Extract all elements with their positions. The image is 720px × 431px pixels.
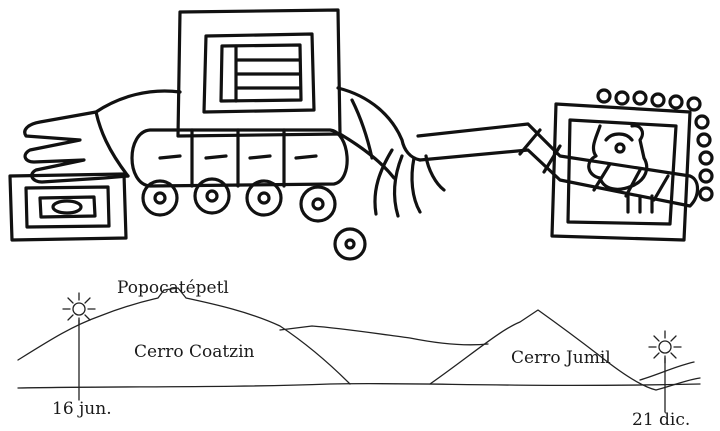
- segment-band-icon: [132, 130, 347, 186]
- date-left-label: 16 jun.: [52, 399, 112, 419]
- mountain-left-outline: [18, 288, 350, 384]
- mountain-right-label: Cerro Jumil: [511, 348, 611, 368]
- codex-glyph-icon: [10, 10, 712, 259]
- ground-line: [18, 384, 700, 388]
- middle-ridge-outline: [280, 326, 488, 345]
- left-hand-icon: [25, 91, 180, 182]
- central-frame-icon: [178, 10, 340, 136]
- left-block-icon: [10, 174, 126, 240]
- peak-label: Popocatépetl: [117, 278, 229, 298]
- horizon-diagram: Popocatépetl Cerro Coatzin Cerro Jumil 1…: [18, 278, 700, 430]
- framed-face-icon: [552, 90, 712, 240]
- date-right-label: 21 dic.: [632, 410, 690, 430]
- far-right-hills: [640, 362, 700, 390]
- dot-row-icon: [143, 179, 365, 259]
- mountain-left-label: Cerro Coatzin: [134, 342, 255, 362]
